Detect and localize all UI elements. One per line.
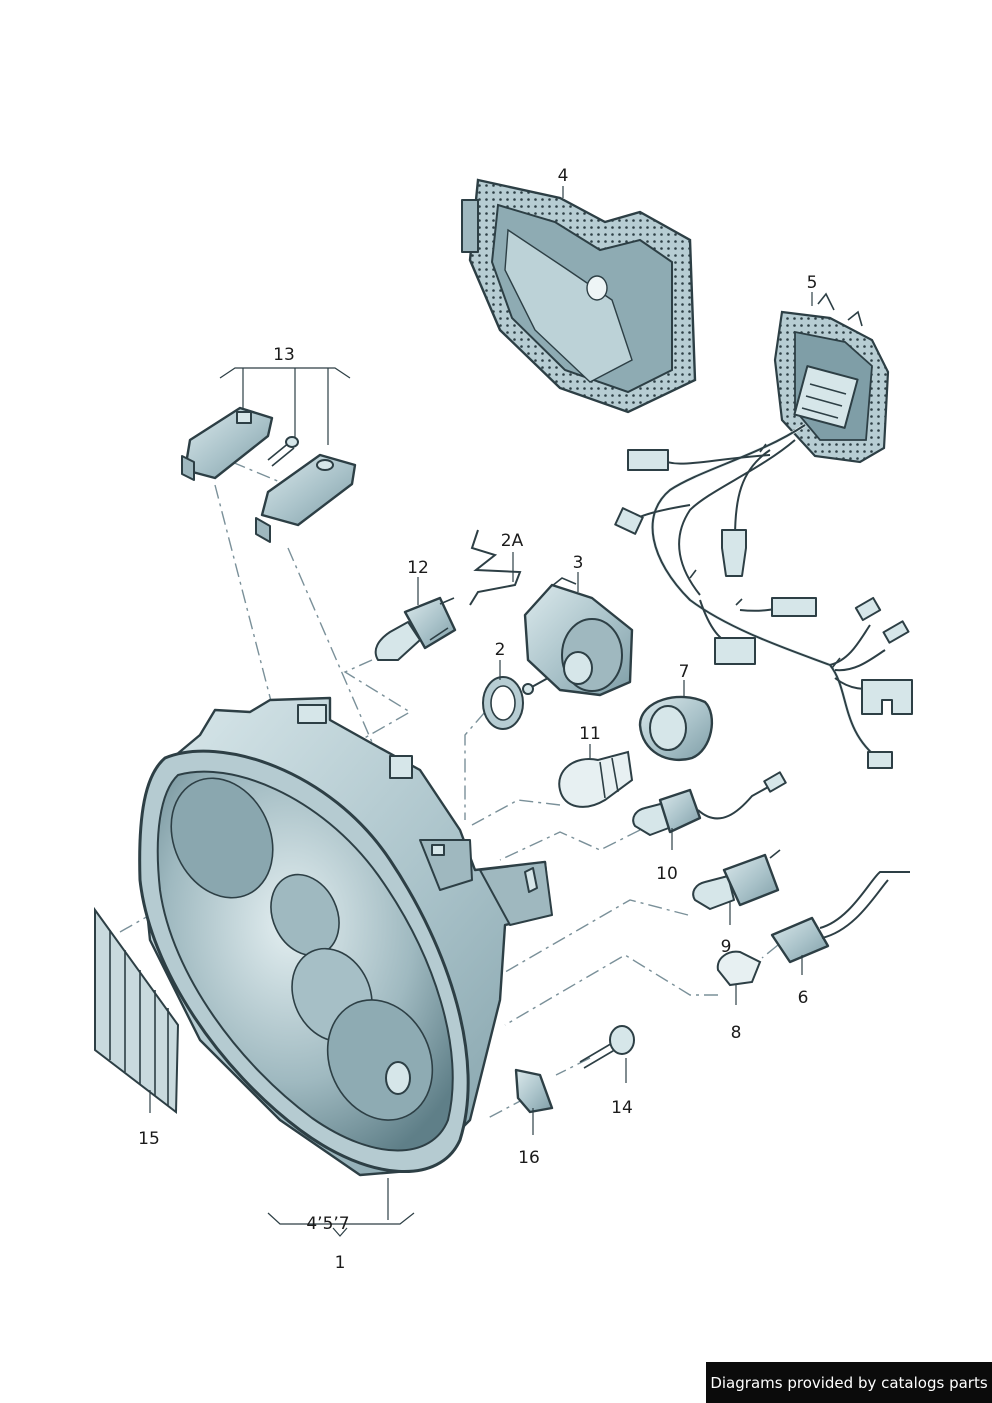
part-3-motor [522,577,634,697]
callout-14: 14 [611,1098,633,1118]
wiring-harness [614,423,913,769]
part-16-clip [514,1068,554,1114]
part-8-bulb [716,950,762,987]
callout-7: 7 [678,662,690,682]
part-10-bulb [632,771,787,836]
callout-4-5-7: 4’5’7 [306,1214,350,1234]
part-1-headlight-assembly [138,696,553,1177]
callout-2: 2 [494,640,506,660]
callout-6: 6 [797,988,809,1008]
callout-4: 4 [557,166,569,186]
part-15-cover-film [94,906,180,1114]
callout-12: 12 [407,558,429,578]
diagram-credit-banner: Diagrams provided by catalogs parts [706,1362,992,1403]
callout-1: 1 [334,1253,346,1273]
part-2-ring [482,676,524,730]
part-14-screw [579,1025,635,1069]
callout-15: 15 [138,1129,160,1149]
part-4-gasket [461,178,697,414]
callout-9: 9 [720,937,732,957]
callout-11: 11 [579,724,601,744]
callout-3: 3 [572,553,584,573]
part-7-socket [638,695,714,762]
part-9-bulb [692,849,781,910]
part-5-connector-housing [773,292,890,464]
callout-13: 13 [273,345,295,365]
part-11-bulb [558,750,634,808]
callout-8: 8 [730,1023,742,1043]
callout-2A: 2A [500,531,524,551]
part-6-holder [770,871,910,964]
callout-5: 5 [806,273,818,293]
credit-text: Diagrams provided by catalogs parts [710,1373,988,1392]
callout-leaders [149,186,813,1237]
callout-16: 16 [518,1148,540,1168]
callout-10: 10 [656,864,678,884]
part-13-brackets [181,406,357,543]
part-2A-spring-clip [469,529,522,606]
part-12-bulb [374,596,457,661]
